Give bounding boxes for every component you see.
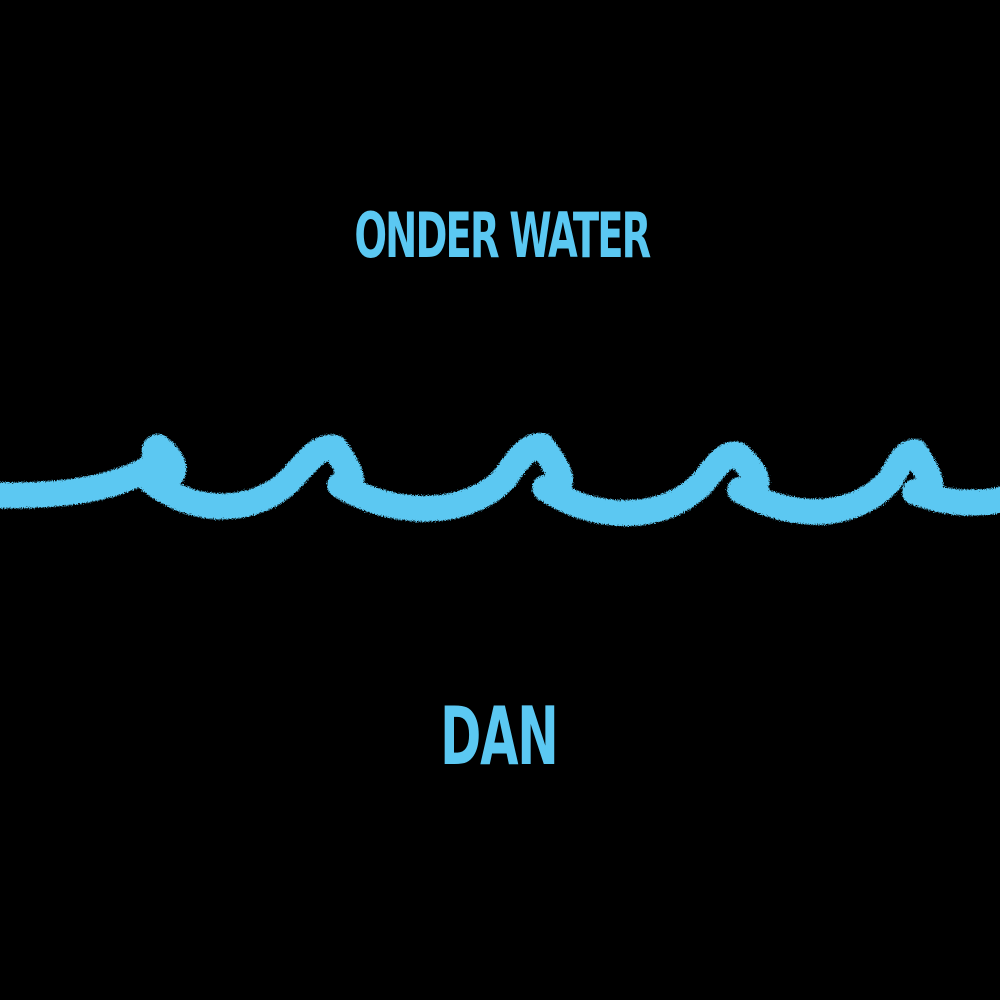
album-title: ONDER WATER: [354, 199, 651, 272]
wave-stroke: [0, 433, 1000, 526]
artist-name: DAN: [440, 690, 559, 783]
wave-icon: [0, 433, 1000, 526]
